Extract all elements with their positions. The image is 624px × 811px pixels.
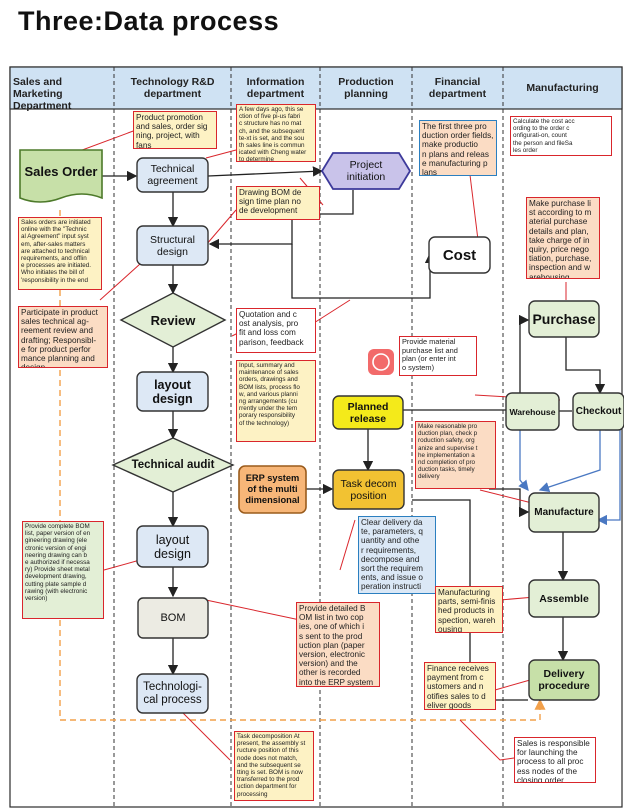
review-shape: [119, 292, 227, 348]
page-title: Three:Data process: [18, 6, 280, 36]
note-manufacturing-parts: Manufacturing parts, semi-finis hed prod…: [435, 586, 503, 633]
erp-system-shape: [238, 465, 307, 514]
technical-audit-node[interactable]: Technical audit: [131, 459, 215, 471]
delivery-loop-dashed: [59, 210, 546, 721]
planned-release-node[interactable]: Planned release: [347, 400, 389, 425]
manufacture-shape: [528, 492, 600, 533]
note-provide-complete-bom: Provide complete BOM list, paper version…: [22, 521, 104, 619]
note-finance-receives: Finance receives payment from c ustomers…: [424, 662, 496, 710]
note-product-promotion: Product promotion and sales, order sig n…: [133, 111, 217, 149]
checkout-shape: [572, 392, 624, 431]
project-initiation-node[interactable]: Project initiation: [346, 159, 386, 183]
erp-system-node[interactable]: ERP system of the multi dimensional: [245, 473, 300, 505]
header-sales-marketing: Sales and Marketing Department: [13, 76, 72, 112]
technical-audit-shape: [111, 437, 235, 493]
note-quotation: Quotation and c ost analysis, pro fit an…: [236, 308, 316, 353]
manufacture-node[interactable]: Manufacture: [534, 507, 594, 518]
sales-order-node[interactable]: Sales Order: [24, 163, 98, 179]
note-provide-material: Provide material purchase list and plan …: [399, 336, 477, 376]
note-first-three: The first three pro duction order fields…: [419, 120, 497, 176]
note-make-reasonable: Make reasonable pro duction plan, check …: [415, 421, 496, 489]
warehouse-node[interactable]: Warehouse: [509, 406, 556, 417]
project-initiation-shape: [320, 152, 412, 190]
note-clear-delivery: Clear delivery da te, parameters, q uant…: [358, 516, 436, 594]
layout-design-1-shape: [136, 371, 209, 412]
delivery-procedure-shape: [528, 659, 600, 701]
assemble-node[interactable]: Assemble: [539, 592, 589, 605]
note-few-days-ago: A few days ago, this se ction of five pi…: [236, 104, 316, 162]
header-financial: Financial department: [428, 76, 487, 100]
technical-agreement-node[interactable]: Technical agreement: [147, 163, 198, 187]
cost-node[interactable]: Cost: [442, 246, 477, 264]
checkout-node[interactable]: Checkout: [575, 406, 622, 417]
planned-release-shape: [332, 395, 404, 430]
header-technology-rd: Technology R&D department: [130, 76, 215, 100]
note-sales-orders-initiated: Sales orders are initiated online with t…: [18, 217, 102, 290]
layout-design-1-node[interactable]: layout design: [152, 377, 193, 406]
ai-badge-shape: [368, 349, 394, 375]
note-input-summary: Input, summary and maintenance of sales …: [236, 360, 316, 442]
task-decomposition-node[interactable]: Task decom position: [340, 477, 397, 502]
note-calculate-cost: Calculate the cost acc ording to the ord…: [510, 116, 612, 156]
purchase-node[interactable]: Purchase: [532, 311, 596, 327]
header-information: Information department: [246, 76, 305, 100]
warehouse-shape: [505, 392, 560, 431]
task-decomposition-shape: [332, 469, 405, 510]
header-band: [9, 66, 623, 110]
technical-agreement-shape: [136, 157, 209, 193]
assemble-shape: [528, 579, 600, 618]
delivery-procedure-node[interactable]: Delivery procedure: [538, 668, 590, 692]
review-node[interactable]: Review: [150, 312, 196, 328]
note-sales-responsible: Sales is responsible for launching the p…: [514, 737, 596, 783]
purchase-shape: [528, 300, 600, 338]
bom-shape: [137, 597, 209, 639]
note-participate: Participate in product sales technical a…: [18, 306, 108, 368]
ai-badge: AI: [368, 349, 394, 375]
structural-design-shape: [136, 225, 209, 266]
layout-design-2-shape: [136, 525, 209, 568]
sales-order-shape: [19, 149, 103, 203]
bom-node[interactable]: BOM: [160, 612, 186, 624]
technological-process-shape: [136, 673, 209, 714]
technological-process-node[interactable]: Technologi- cal process: [143, 680, 202, 706]
note-drawing-bom: Drawing BOM de sign time plan no de deve…: [236, 186, 320, 220]
header-production-planning: Production planning: [338, 76, 394, 100]
cost-shape: [428, 236, 491, 274]
structural-design-node[interactable]: Structural design: [150, 233, 195, 258]
layout-design-2-node[interactable]: layout design: [154, 532, 191, 561]
note-make-purchase: Make purchase li st according to m ateri…: [526, 197, 600, 279]
header-manufacturing: Manufacturing: [526, 82, 599, 94]
note-task-decomposition-at: Task decomposition At present, the assem…: [234, 731, 314, 801]
note-provide-detailed-bom: Provide detailed B OM list in two cop ie…: [296, 602, 380, 687]
